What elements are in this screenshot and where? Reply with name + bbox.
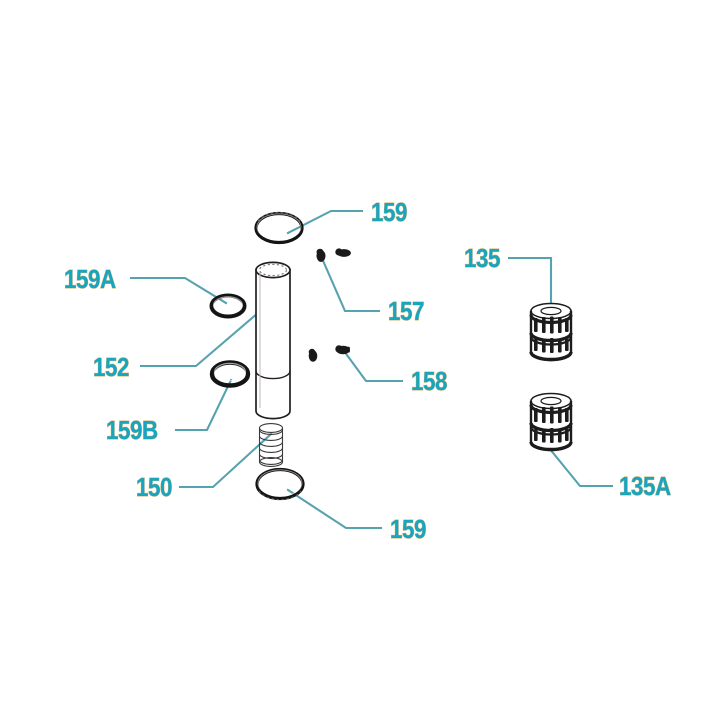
leader-159a xyxy=(129,276,228,305)
callout-159a[interactable]: 159A xyxy=(64,265,117,295)
part-o-ring-lower xyxy=(209,360,251,388)
part-pin-upper xyxy=(316,248,351,262)
callout-135[interactable]: 135 xyxy=(464,244,501,274)
part-needle-bearing-lower xyxy=(529,392,573,452)
callout-158[interactable]: 158 xyxy=(411,367,448,397)
part-o-ring-top xyxy=(254,211,304,245)
part-o-ring-bottom xyxy=(255,467,305,501)
leader-150 xyxy=(178,432,273,489)
callout-labels: 159 159A 152 159B 150 159 157 158 135 13… xyxy=(64,198,672,545)
shaft-step-line xyxy=(255,370,291,380)
leader-159-bottom xyxy=(286,488,383,530)
part-cylinder-shaft xyxy=(255,261,291,420)
leader-152 xyxy=(139,305,267,368)
callout-159-top[interactable]: 159 xyxy=(371,198,408,228)
leader-158 xyxy=(342,349,404,383)
part-pin-upper-side xyxy=(335,248,351,257)
leader-159b xyxy=(174,378,233,432)
leader-lines xyxy=(129,209,614,530)
leader-135 xyxy=(507,256,553,313)
part-needle-bearing-upper xyxy=(529,302,573,362)
callout-152[interactable]: 152 xyxy=(93,353,130,383)
part-pin-lower xyxy=(308,345,350,362)
callout-159-bottom[interactable]: 159 xyxy=(390,515,427,545)
part-o-ring-upper xyxy=(209,293,247,319)
part-pin-lower-side xyxy=(335,345,350,355)
callout-135a[interactable]: 135A xyxy=(619,472,672,502)
leader-135a xyxy=(543,441,614,488)
leader-157 xyxy=(319,254,381,313)
shaft-top-face xyxy=(255,261,291,279)
part-coil-spring xyxy=(258,423,284,467)
callout-157[interactable]: 157 xyxy=(388,297,425,327)
callout-150[interactable]: 150 xyxy=(136,473,173,503)
callout-159b[interactable]: 159B xyxy=(106,416,159,446)
